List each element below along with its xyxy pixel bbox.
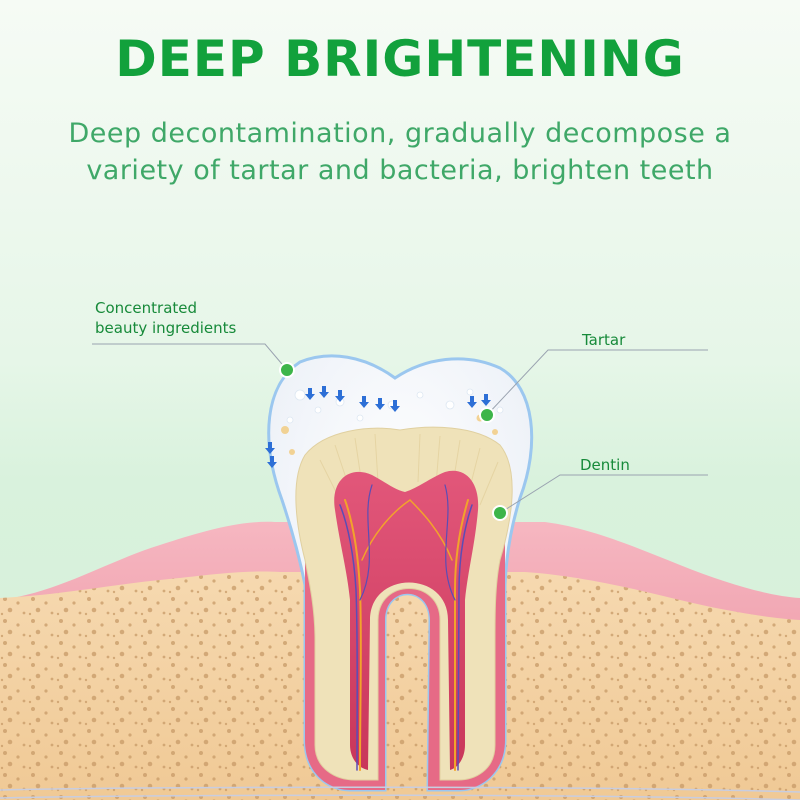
callout-ingredients-line-1: Concentrated xyxy=(95,299,198,317)
callout-line-ingredients xyxy=(92,343,288,371)
callout-line-tartar xyxy=(486,349,708,416)
callout-line-dentin xyxy=(499,474,708,514)
callout-dot-tartar xyxy=(479,407,495,423)
callout-label-dentin: Dentin xyxy=(580,456,630,474)
callout-dot-ingredients xyxy=(279,362,295,378)
pulp-chamber xyxy=(334,470,479,770)
callout-label-tartar: Tartar xyxy=(582,331,626,349)
subtitle-line-2: variety of tartar and bacteria, brighten… xyxy=(86,155,714,186)
callout-label-ingredients: Concentrated beauty ingredients xyxy=(95,298,236,338)
callout-ingredients-line-2: beauty ingredients xyxy=(95,319,237,337)
page-subtitle: Deep decontamination, gradually decompos… xyxy=(40,115,760,189)
page-title: DEEP BRIGHTENING xyxy=(115,30,685,88)
callout-dot-dentin xyxy=(492,505,508,521)
action-arrows xyxy=(265,386,491,468)
subtitle-line-1: Deep decontamination, gradually decompos… xyxy=(68,118,732,149)
